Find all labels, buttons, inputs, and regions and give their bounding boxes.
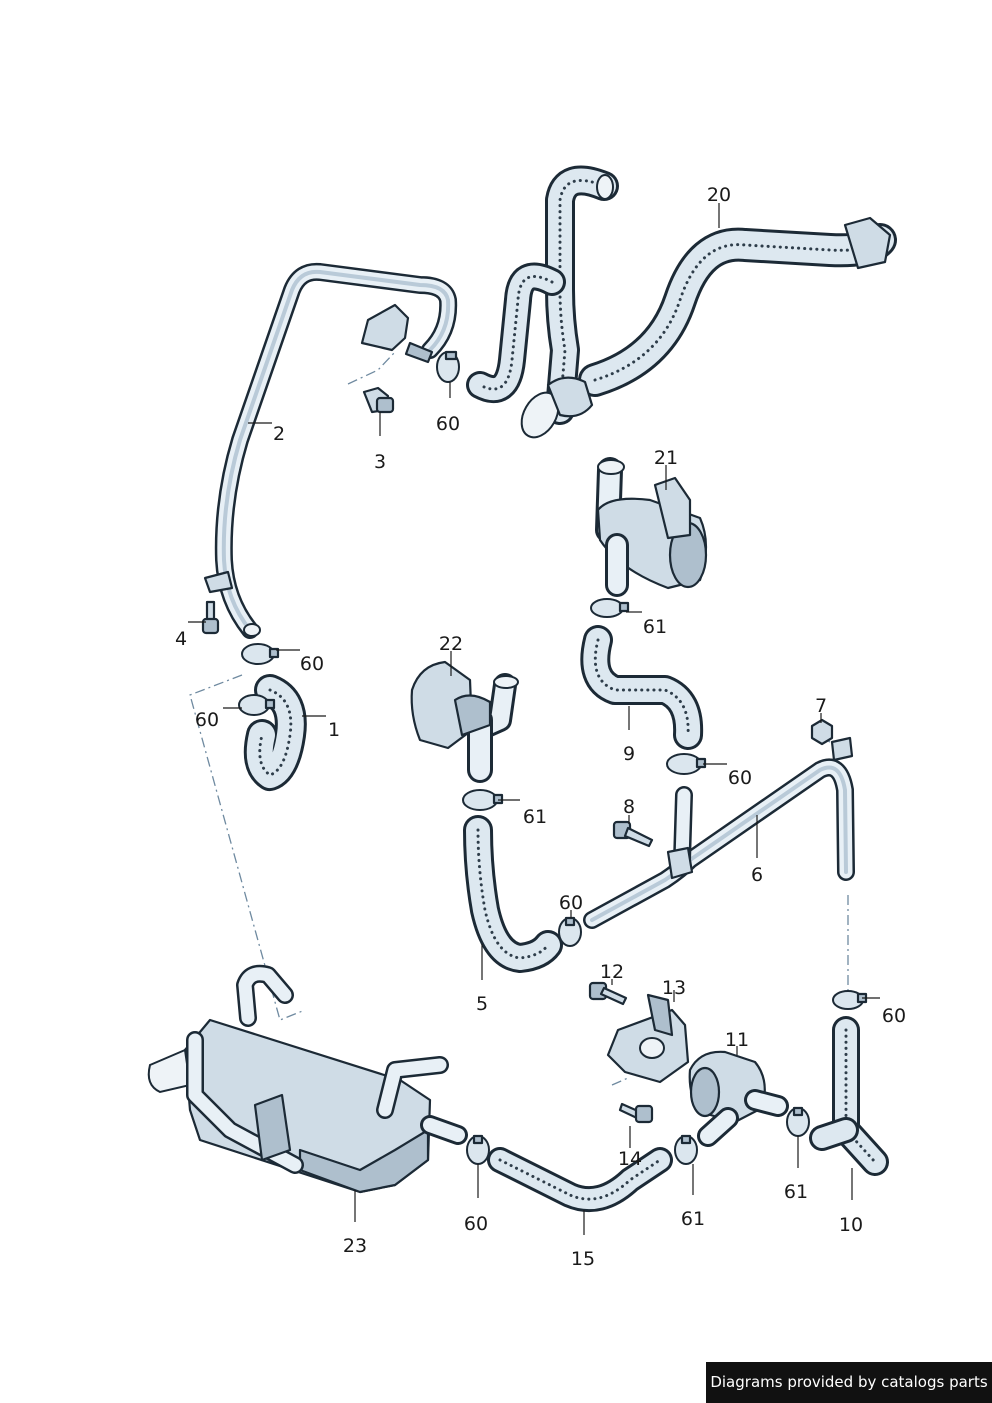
part-14-bolt[interactable] (618, 1102, 654, 1124)
label-60-pipe-2: 60 (300, 653, 324, 675)
part-9-hose[interactable] (580, 625, 704, 750)
part-4-bolt[interactable] (201, 600, 220, 635)
part-1-hose[interactable] (243, 674, 307, 791)
label-60-upper: 60 (436, 413, 460, 435)
label-23: 23 (343, 1235, 367, 1257)
label-61-valve-21: 61 (643, 616, 667, 638)
label-61-pump-left: 61 (681, 1208, 705, 1230)
clamp-60-upper[interactable] (436, 350, 460, 383)
label-22: 22 (439, 633, 463, 655)
part-2-coolant-pipe[interactable] (203, 262, 458, 639)
clamp-60-pipe-2[interactable] (241, 643, 280, 665)
label-8: 8 (623, 796, 635, 818)
clamp-60-hose-10[interactable] (832, 990, 868, 1010)
clamp-60-hose-1[interactable] (238, 694, 276, 716)
label-14: 14 (618, 1148, 642, 1170)
part-11-pump[interactable] (688, 1050, 789, 1147)
part-10-hose[interactable] (809, 1016, 889, 1176)
clamp-60-hose-9[interactable] (666, 753, 707, 775)
part-23-oil-cooler[interactable] (147, 964, 468, 1194)
label-61-valve-22: 61 (523, 806, 547, 828)
credit-banner: Diagrams provided by catalogs parts (706, 1362, 992, 1403)
label-20: 20 (707, 184, 731, 206)
part-6-coolant-pipe[interactable] (583, 736, 855, 929)
part-7-nut[interactable] (810, 718, 834, 746)
label-5: 5 (476, 993, 488, 1015)
label-60-hose-1: 60 (195, 709, 219, 731)
clamp-61-valve-22[interactable] (462, 789, 504, 811)
clamp-61-valve-21[interactable] (590, 598, 630, 618)
label-60-hose-10: 60 (882, 1005, 906, 1027)
clamp-60-cooler[interactable] (466, 1134, 490, 1165)
part-21-valve[interactable] (595, 457, 708, 597)
label-12: 12 (600, 961, 624, 983)
label-7: 7 (815, 695, 827, 717)
part-8-bolt[interactable] (612, 820, 654, 848)
label-4: 4 (175, 628, 187, 650)
label-11: 11 (725, 1029, 749, 1051)
label-9: 9 (623, 743, 635, 765)
hose-clamps[interactable] (238, 350, 868, 1165)
label-60-cooler: 60 (464, 1213, 488, 1235)
label-3: 3 (374, 451, 386, 473)
part-22-valve[interactable] (410, 660, 519, 783)
label-60-hose-5: 60 (559, 892, 583, 914)
label-2: 2 (273, 423, 285, 445)
part-13-bracket[interactable] (606, 993, 690, 1084)
label-10: 10 (839, 1214, 863, 1236)
label-61-pump-right: 61 (784, 1181, 808, 1203)
label-6: 6 (751, 864, 763, 886)
clamp-61-pump-left[interactable] (674, 1134, 698, 1165)
part-12-bolt[interactable] (588, 981, 628, 1006)
label-13: 13 (662, 977, 686, 999)
label-15: 15 (571, 1248, 595, 1270)
part-5-hose[interactable] (463, 815, 563, 973)
clamp-60-hose-5[interactable] (558, 916, 582, 947)
label-1: 1 (328, 719, 340, 741)
leader-lines (188, 203, 880, 1235)
callout-labels: 20 2 3 60 21 61 4 60 22 60 1 9 7 60 61 8… (175, 184, 906, 1270)
label-60-hose-9: 60 (728, 767, 752, 789)
part-3-bolt[interactable] (362, 386, 395, 414)
part-15-hose[interactable] (487, 1147, 673, 1213)
clamp-61-pump-right[interactable] (786, 1106, 810, 1137)
part-20-coolant-hose[interactable] (466, 165, 897, 444)
label-21: 21 (654, 447, 678, 469)
